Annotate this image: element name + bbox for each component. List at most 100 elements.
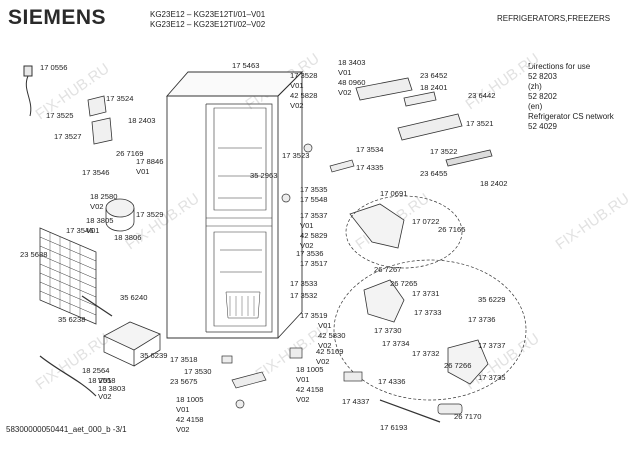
- part-number-label: 17 3521: [466, 119, 493, 128]
- control-panel: [355, 77, 493, 167]
- part-number-label: 26 7267: [374, 265, 401, 274]
- part-number-label: 17 3528: [290, 71, 317, 80]
- part-number-label: 18 2403: [128, 116, 155, 125]
- part-number-label: 17 3523: [282, 151, 309, 160]
- part-number-label: 17 3527: [54, 132, 81, 141]
- part-number-label: 17 3546: [66, 226, 93, 235]
- part-number-label: 18 2558: [88, 376, 115, 385]
- brand-logo: SIEMENS: [8, 6, 107, 29]
- category-title: REFRIGERATORS,FREEZERS: [497, 14, 611, 23]
- part-number-label: 17 3733: [414, 308, 441, 317]
- part-number-label: 17 6193: [380, 423, 407, 432]
- relay-box: [87, 95, 113, 145]
- directions-item: 52 8202: [528, 92, 557, 101]
- part-number-label: 17 0722: [412, 217, 439, 226]
- model-line-2: KG23E12 – KG23E12TI/02–V02: [150, 20, 266, 29]
- part-number-label: 17 3529: [136, 210, 163, 219]
- part-number-label: 35 2963: [250, 171, 277, 180]
- part-number-label: 17 3534: [356, 145, 383, 154]
- part-number-label: 23 5675: [170, 377, 197, 386]
- part-number-label: 17 8846: [136, 157, 163, 166]
- part-number-label: 23 6442: [468, 91, 495, 100]
- part-number-label: 17 4337: [342, 397, 369, 406]
- part-number-label: 17 3536: [296, 249, 323, 258]
- part-number-label: V02: [90, 202, 104, 211]
- part-number-label: 48 0960: [338, 78, 365, 87]
- part-number-label: V02: [338, 88, 352, 97]
- cabinet: [166, 70, 304, 339]
- part-number-label: V02: [290, 101, 304, 110]
- part-number-label: V01: [98, 376, 112, 385]
- part-number-label: 42 4158: [296, 385, 323, 394]
- part-number-label: 23 5688: [20, 250, 47, 259]
- part-number-label: 23 6452: [420, 71, 447, 80]
- part-number-label: 17 3734: [382, 339, 409, 348]
- part-number-label: V01: [318, 321, 332, 330]
- part-number-label: 26 7266: [444, 361, 471, 370]
- part-number-label: 35 6238: [58, 315, 85, 324]
- part-number-label: 17 3730: [374, 326, 401, 335]
- part-number-label: V01: [338, 68, 352, 77]
- part-number-label: 18 2580: [90, 192, 117, 201]
- directions-item: (zh): [528, 82, 542, 91]
- part-number-label: 17 3731: [412, 289, 439, 298]
- model-numbers: KG23E12 – KG23E12TI/01–V01 KG23E12 – KG2…: [150, 10, 265, 30]
- part-number-label: 17 3530: [184, 367, 211, 376]
- part-number-label: 17 4335: [356, 163, 383, 172]
- part-number-label: 17 0691: [380, 189, 407, 198]
- network-block: Refrigerator CS network 52 4029: [528, 112, 614, 132]
- part-number-label: 18 3403: [338, 58, 365, 67]
- part-number-label: 17 3532: [290, 291, 317, 300]
- part-number-label: 42 5830: [318, 331, 345, 340]
- part-number-label: 35 6240: [120, 293, 147, 302]
- watermark-text: FIX-HUB.RU: [123, 190, 203, 253]
- lamp-housing: [349, 203, 489, 385]
- directions-item: 52 8203: [528, 72, 557, 81]
- footer-code: 58300000050441_aet_000_b -3/1: [6, 425, 127, 434]
- part-number-label: V01: [136, 167, 150, 176]
- part-number-label: 26 7169: [116, 149, 143, 158]
- directions-label: Directions for use: [528, 62, 591, 71]
- part-number-label: 18 2402: [480, 179, 507, 188]
- part-number-label: 17 5463: [232, 61, 259, 70]
- part-number-label: V01: [86, 226, 100, 235]
- part-number-label: 17 3535: [300, 185, 327, 194]
- part-number-label: 26 7265: [390, 279, 417, 288]
- part-number-label: 18 2401: [420, 83, 447, 92]
- part-number-label: 42 5828: [290, 91, 317, 100]
- part-number-label: 17 3537: [300, 211, 327, 220]
- part-number-label: 18 3806: [114, 233, 141, 242]
- part-number-label: 17 3737: [478, 341, 505, 350]
- lamp-assembly-outline: [333, 259, 527, 401]
- part-number-label: 17 3732: [412, 349, 439, 358]
- part-number-label: 18 2564: [82, 366, 109, 375]
- model-line-1: KG23E12 – KG23E12TI/01–V01: [150, 10, 266, 19]
- directions-item: (en): [528, 102, 543, 111]
- small-parts: [221, 143, 463, 415]
- part-number-label: 17 3519: [300, 311, 327, 320]
- part-number-label: 42 4158: [176, 415, 203, 424]
- part-number-label: 17 3736: [468, 315, 495, 324]
- network-number: 52 4029: [528, 122, 557, 131]
- part-number-label: 35 6229: [478, 295, 505, 304]
- part-number-label: V01: [296, 375, 310, 384]
- part-number-label: 18 3805: [86, 216, 113, 225]
- part-number-label: 18 1005: [176, 395, 203, 404]
- part-number-label: 17 5548: [300, 195, 327, 204]
- part-number-label: V02: [316, 357, 330, 366]
- power-cable: [23, 65, 33, 117]
- part-number-label: 17 3735: [478, 373, 505, 382]
- network-label: Refrigerator CS network: [528, 112, 614, 121]
- part-number-label: 17 3546: [82, 168, 109, 177]
- lamp-group-outline: [345, 195, 463, 269]
- rod-parts: [39, 295, 441, 423]
- part-number-label: V02: [300, 241, 314, 250]
- part-number-label: 17 3524: [106, 94, 133, 103]
- compressor: [105, 198, 135, 232]
- part-number-label: V01: [176, 405, 190, 414]
- part-number-label: 42 5829: [300, 231, 327, 240]
- drip-tray: [103, 321, 161, 367]
